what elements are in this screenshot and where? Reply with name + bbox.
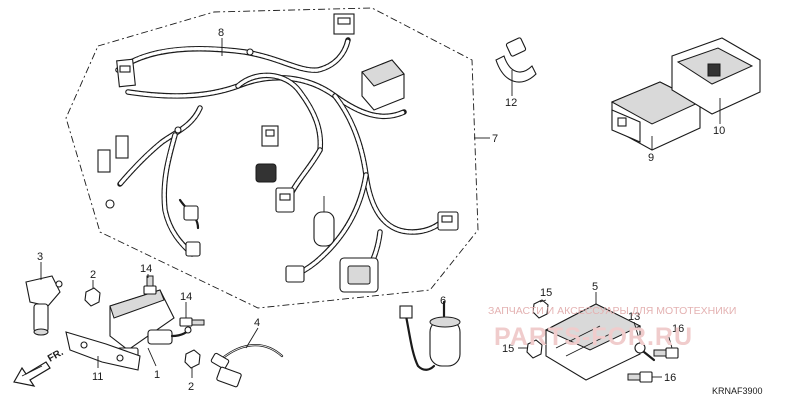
callout-16-lower: 16	[664, 372, 676, 384]
callout-12: 12	[505, 97, 517, 109]
coil-bracket	[65, 331, 141, 371]
callout-9: 9	[648, 152, 654, 164]
front-direction-label: FR.	[46, 347, 66, 365]
callout-8: 8	[218, 27, 224, 39]
spark-plug-cap	[25, 275, 63, 336]
wire-clip	[495, 37, 537, 83]
regulator-rectifier	[544, 303, 642, 381]
leader-lines	[40, 38, 721, 378]
callout-15-lower: 15	[502, 343, 514, 355]
callout-7: 7	[492, 133, 498, 145]
callout-16-upper: 16	[672, 323, 684, 335]
nut	[184, 349, 201, 369]
bolt	[143, 275, 157, 295]
ring-terminal	[634, 342, 656, 362]
callout-15-upper: 15	[540, 287, 552, 299]
callout-14-upper: 14	[140, 263, 152, 275]
callout-11: 11	[92, 371, 103, 383]
callout-5: 5	[592, 281, 598, 293]
callout-1: 1	[154, 369, 160, 381]
nut	[526, 339, 543, 359]
harness-assembly-outline	[65, 7, 479, 309]
callout-4: 4	[254, 317, 260, 329]
watermark-brand: PARTS-FOR.RU	[494, 323, 693, 351]
relay-cover	[671, 37, 761, 115]
condenser	[399, 300, 461, 371]
ignition-coil	[109, 289, 192, 359]
harness-connectors	[97, 13, 459, 293]
nut	[84, 287, 101, 307]
front-direction-arrow: FR.	[13, 347, 66, 387]
callout-14-lower: 14	[180, 291, 192, 303]
watermark-tagline: ЗАПЧАСТИ И АКСЕССУАРЫ ДЛЯ МОТОТЕХНИКИ	[488, 305, 736, 317]
high-tension-wire	[210, 344, 284, 388]
callout-10: 10	[713, 125, 725, 137]
callout-6: 6	[440, 295, 446, 307]
nut	[532, 299, 549, 319]
callout-2-upper: 2	[90, 269, 96, 281]
callout-2-lower: 2	[188, 381, 194, 393]
callout-3: 3	[37, 251, 43, 263]
diagram-code: KRNAF3900	[712, 386, 763, 396]
callout-13: 13	[628, 311, 640, 323]
bolt	[179, 317, 205, 327]
bolt	[627, 371, 653, 383]
